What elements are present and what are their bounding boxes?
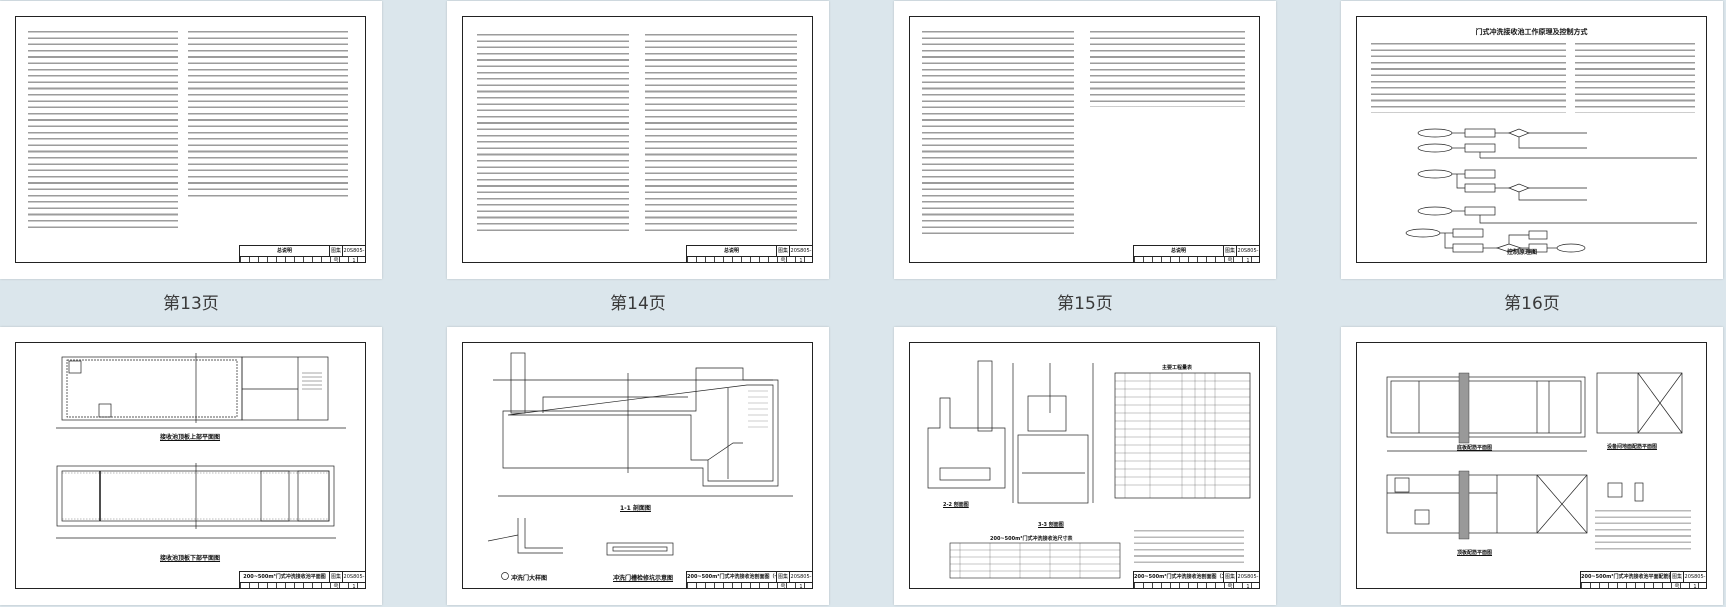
- table-caption: 200~500m³门式冲洗接收池尺寸表: [990, 536, 1073, 542]
- drawing-caption: 设备间地面配筋平面图: [1607, 444, 1658, 450]
- title-block-title: 总说明: [240, 246, 330, 256]
- page-label-15: 第15页: [1057, 294, 1113, 314]
- drawing-caption: 接收池顶板上部平面图: [160, 434, 221, 441]
- fig-number: 20S805-1: [790, 248, 812, 264]
- page-thumbnail-16[interactable]: 门式冲洗接收池工作原理及控制方式 控制原理图: [1341, 1, 1723, 279]
- fig-number: 20S805-1: [1237, 574, 1259, 590]
- drawing-caption: 1-1 剖面图: [620, 505, 651, 512]
- text-column: [645, 34, 797, 234]
- drawing-frame: 2-2 剖面图 3-3 剖面图 主要工程量表 200~500m³门式冲洗接收池尺…: [909, 342, 1260, 590]
- control-flowchart: [1405, 128, 1697, 253]
- drawing-caption: 冲洗门槽检修坑示意图: [613, 575, 674, 582]
- fig-number: 20S805-1: [1237, 248, 1259, 264]
- title-block-title: 总说明: [687, 246, 777, 256]
- page-label-16: 第16页: [1504, 294, 1560, 314]
- page-thumbnail-18[interactable]: 1-1 剖面图 冲洗门大样图 冲洗门槽检修坑示意图 200~500m³门式冲洗接…: [447, 327, 829, 605]
- fig-label: 图集号: [1671, 572, 1684, 590]
- drawing-frame: 底板配筋平面图 设备间地面配筋平面图 顶板配筋平面图 200~500m³门式冲洗…: [1356, 342, 1707, 590]
- fig-label: 图集号: [1224, 246, 1237, 264]
- fig-label: 图集号: [330, 246, 343, 264]
- fig-label: 图集号: [1224, 572, 1237, 590]
- fig-number: 20S805-1: [343, 248, 365, 264]
- title-block-title: 200~500m³门式冲洗接收池平面配筋图: [1581, 572, 1671, 582]
- notes-text: [1595, 510, 1691, 554]
- text-column: [188, 31, 348, 201]
- text-column: [477, 34, 629, 234]
- notes-text: [1134, 530, 1244, 566]
- plan-drawing: [56, 353, 346, 539]
- text-column: [28, 31, 178, 231]
- fig-number: 20S805-1: [790, 574, 812, 590]
- fig-label: 图集号: [330, 572, 343, 590]
- fig-number: 20S805-1: [343, 574, 365, 590]
- title-block-title: 200~500m³门式冲洗接收池剖面图（一）: [687, 572, 777, 582]
- page-label-13: 第13页: [163, 294, 219, 314]
- fig-label: 图集号: [777, 572, 790, 590]
- drawing-caption: 底板配筋平面图: [1457, 445, 1493, 451]
- title-block-title: 200~500m³门式冲洗接收池平面图: [240, 572, 330, 582]
- page-thumbnail-17[interactable]: 接收池顶板上部平面图 接收池顶板下部平面图 200~500m³门式冲洗接收池平面…: [0, 327, 382, 605]
- text-column: [922, 31, 1074, 237]
- title-block-title: 200~500m³门式冲洗接收池剖面图（二）: [1134, 572, 1224, 582]
- table-caption: 主要工程量表: [1162, 365, 1193, 371]
- fig-label: 图集号: [777, 246, 790, 264]
- text-column: [1575, 43, 1695, 113]
- drawing-caption: 顶板配筋平面图: [1457, 550, 1493, 556]
- drawing-caption: 接收池顶板下部平面图: [160, 555, 221, 562]
- page-thumbnail-20[interactable]: 底板配筋平面图 设备间地面配筋平面图 顶板配筋平面图 200~500m³门式冲洗…: [1341, 327, 1723, 605]
- text-column: [1371, 43, 1566, 113]
- page-thumbnail-19[interactable]: 2-2 剖面图 3-3 剖面图 主要工程量表 200~500m³门式冲洗接收池尺…: [894, 327, 1276, 605]
- drawing-caption: 冲洗门大样图: [511, 575, 548, 582]
- page-label-14: 第14页: [610, 294, 666, 314]
- title-block-title: 总说明: [1134, 246, 1224, 256]
- flowchart-caption: 控制原理图: [1507, 249, 1538, 256]
- drawing-frame: 1-1 剖面图 冲洗门大样图 冲洗门槽检修坑示意图 200~500m³门式冲洗接…: [462, 342, 813, 590]
- section-drawing: [927, 360, 1251, 579]
- fig-number: 20S805-1: [1684, 574, 1706, 590]
- drawing-caption: 2-2 剖面图: [943, 502, 969, 508]
- drawing-caption: 3-3 剖面图: [1038, 522, 1064, 528]
- page-heading: 门式冲洗接收池工作原理及控制方式: [1475, 28, 1588, 36]
- drawing-frame: 门式冲洗接收池工作原理及控制方式 控制原理图: [1356, 16, 1707, 263]
- text-column: [1090, 31, 1245, 107]
- drawing-frame: 接收池顶板上部平面图 接收池顶板下部平面图 200~500m³门式冲洗接收池平面…: [15, 342, 366, 590]
- section-drawing: [487, 352, 793, 580]
- reinforcement-drawing: [1386, 372, 1683, 540]
